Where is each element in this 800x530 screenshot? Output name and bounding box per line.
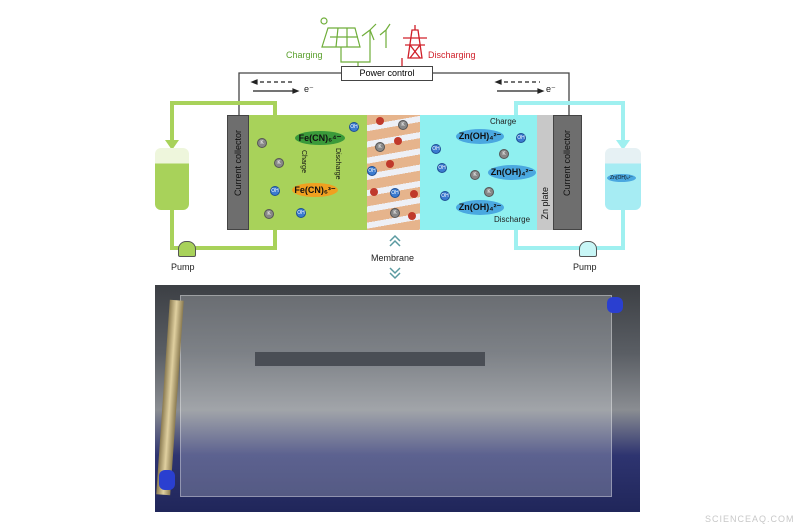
- zincate-ellipse-1: Zn(OH)₄²⁻: [456, 129, 504, 144]
- gloved-hand-left: [159, 470, 175, 490]
- potassium-ion: K: [470, 170, 480, 180]
- pump-right-icon: [579, 241, 597, 257]
- fixed-charge-icon: [376, 117, 384, 125]
- power-control-box: Power control: [341, 66, 433, 81]
- membrane-label: Membrane: [371, 253, 415, 263]
- electron-label-right: e⁻: [546, 84, 556, 94]
- wind-turbine-icon: [340, 23, 391, 66]
- left-current-collector: Current collector: [227, 115, 249, 230]
- anolyte-tank: Zn(OH)₄²⁻: [605, 148, 641, 210]
- hydroxide-ion: OH: [270, 186, 280, 196]
- solar-panel-icon: [320, 17, 361, 57]
- membrane-photo: [155, 285, 640, 512]
- fixed-charge-icon: [370, 188, 378, 196]
- hydroxide-ion: OH: [296, 208, 306, 218]
- fixed-charge-icon: [410, 190, 418, 198]
- catholyte-tank: [155, 148, 189, 210]
- diagram-lines: [165, 17, 630, 280]
- zn-plate: Zn plate: [537, 115, 553, 230]
- hydroxide-ion: OH: [431, 144, 441, 154]
- table: [255, 352, 485, 366]
- potassium-ion: K: [499, 149, 509, 159]
- zincate-ellipse-2: Zn(OH)₄²⁻: [488, 165, 536, 180]
- potassium-ion: K: [264, 209, 274, 219]
- potassium-ion: K: [484, 187, 494, 197]
- chevron-up-icon: [389, 234, 401, 247]
- hydroxide-ion: OH: [367, 166, 377, 176]
- fixed-charge-icon: [386, 160, 394, 168]
- discharge-label-right: Discharge: [494, 215, 531, 224]
- charge-label-left: Charge: [300, 150, 307, 173]
- fixed-charge-icon: [394, 137, 402, 145]
- ferricyanide-ellipse: Fe(CN)₆³⁻: [292, 183, 338, 197]
- ferrocyanide-ellipse: Fe(CN)₆⁴⁻: [295, 131, 345, 145]
- potassium-ion: K: [274, 158, 284, 168]
- hydroxide-ion: OH: [390, 188, 400, 198]
- tank-zincate-label: Zn(OH)₄²⁻: [607, 174, 637, 182]
- pump-right-label: Pump: [573, 262, 597, 272]
- potassium-ion: K: [257, 138, 267, 148]
- pump-left-label: Pump: [171, 262, 195, 272]
- potassium-ion: K: [398, 120, 408, 130]
- hydroxide-ion: OH: [437, 163, 447, 173]
- charging-label: Charging: [286, 50, 323, 60]
- hydroxide-ion: OH: [516, 133, 526, 143]
- fixed-charge-icon: [408, 212, 416, 220]
- potassium-ion: K: [390, 208, 400, 218]
- discharge-label-left: Discharge: [334, 148, 341, 180]
- potassium-ion: K: [375, 142, 385, 152]
- pump-left-icon: [178, 241, 196, 257]
- charge-label-right: Charge: [490, 117, 517, 126]
- transparent-membrane-sheet: [180, 295, 612, 497]
- power-tower-icon: [401, 25, 427, 66]
- right-current-collector: Current collector: [553, 115, 582, 230]
- discharging-label: Discharging: [428, 50, 476, 60]
- electron-label-left: e⁻: [304, 84, 314, 94]
- gloved-hand-right: [607, 297, 623, 313]
- zincate-ellipse-3: Zn(OH)₄²⁻: [456, 200, 504, 215]
- chevron-down-icon: [389, 267, 401, 280]
- hydroxide-ion: OH: [440, 191, 450, 201]
- watermark: SCIENCEAQ.COM: [705, 514, 795, 524]
- hydroxide-ion: OH: [349, 122, 359, 132]
